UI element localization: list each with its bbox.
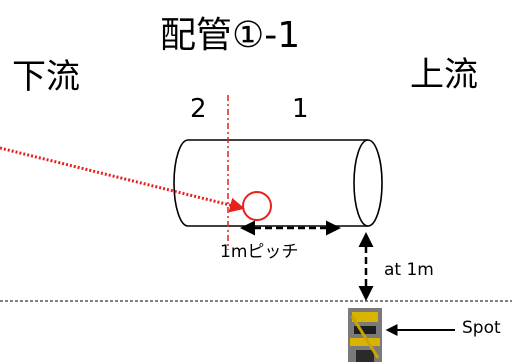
measurement-point-marker xyxy=(243,192,271,220)
distance-label: at 1m xyxy=(384,262,434,279)
pipe-cylinder xyxy=(174,140,382,226)
spot-label: Spot xyxy=(462,320,501,337)
pitch-label: 1mピッチ xyxy=(220,244,298,261)
spot-robot-image xyxy=(348,308,382,362)
pointer-arrow xyxy=(0,148,242,208)
